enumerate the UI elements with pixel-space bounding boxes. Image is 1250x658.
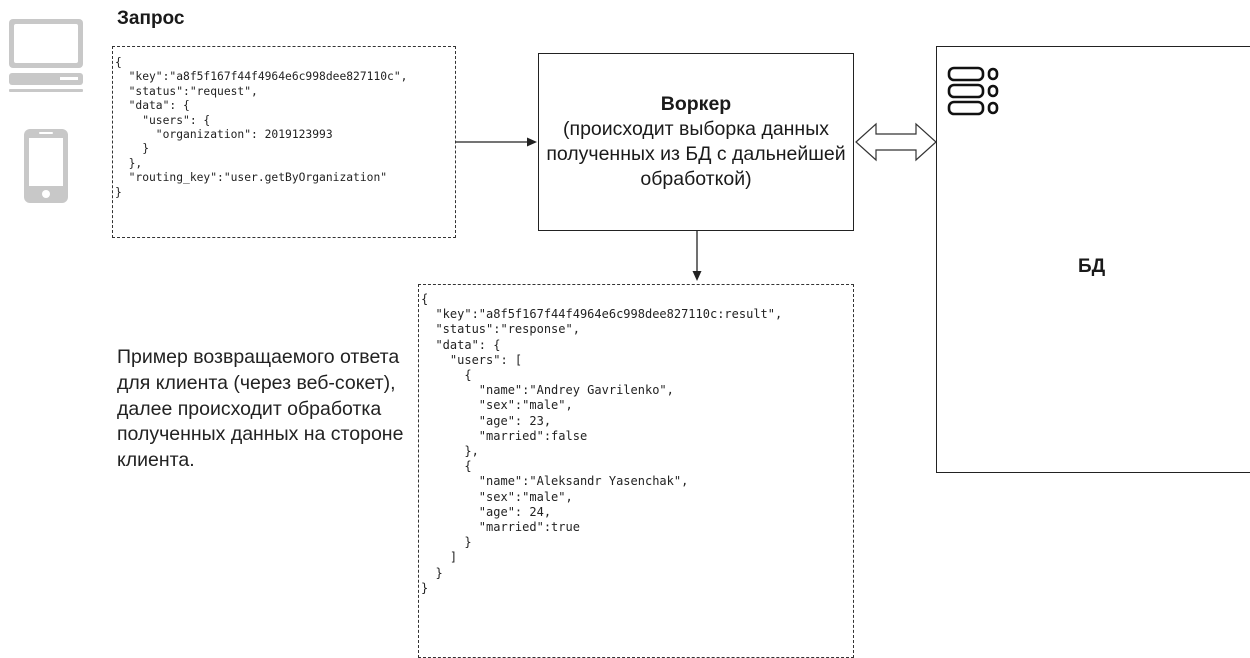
worker-database-double-arrow [855,122,937,162]
response-note: Пример возвращаемого ответа для клиента … [117,346,404,472]
worker-box: Воркер (происходит выборка данных получе… [538,53,854,231]
worker-title: Воркер [660,93,732,115]
worker-description: (происходит выборка данных полученных из… [546,118,846,190]
request-title: Запрос [117,8,185,29]
server-rack-icon [947,66,999,116]
database-box [936,46,1250,473]
mobile-phone-icon [24,129,68,203]
worker-to-response-arrow [692,231,702,281]
desktop-computer-icon [9,19,83,92]
database-label: БД [1078,256,1106,277]
request-to-worker-arrow [456,137,537,147]
request-json-block: { "key":"a8f5f167f44f4964e6c998dee827110… [112,46,456,238]
response-json-block: { "key":"a8f5f167f44f4964e6c998dee827110… [418,284,854,658]
